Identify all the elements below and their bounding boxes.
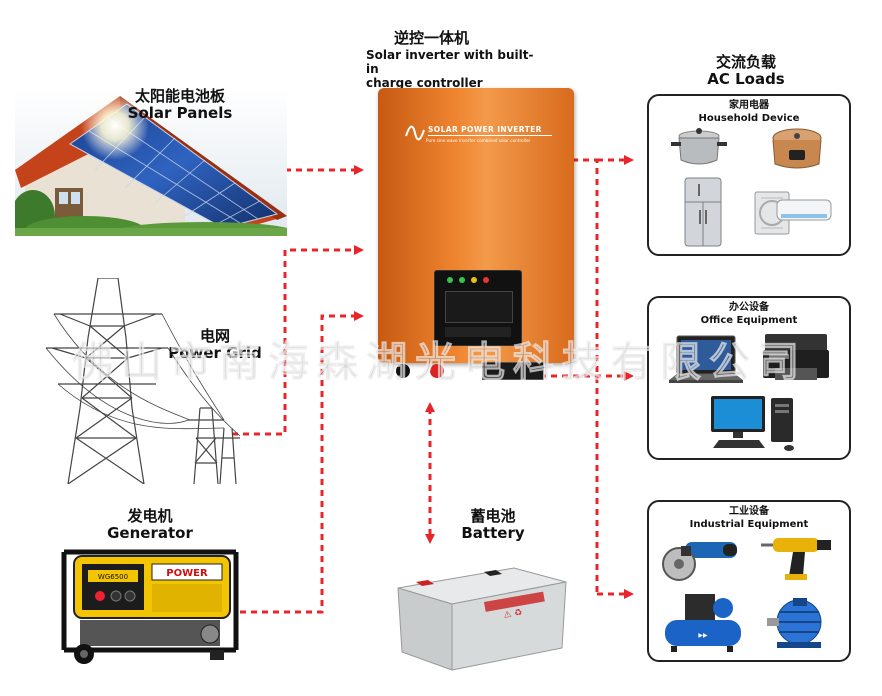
solar-panels-label: 太阳能电池板 Solar Panels [100, 87, 260, 123]
generator-label-zh: 发电机 [127, 507, 173, 525]
sine-wave-icon [405, 125, 425, 141]
lcd-screen [445, 291, 513, 323]
generator-model-text: WG6500 [98, 573, 128, 581]
generator-image: WG6500 POWER [60, 546, 240, 666]
negative-terminal-icon [396, 364, 410, 378]
svg-text:⚠ ♻: ⚠ ♻ [503, 608, 523, 621]
arrow-grid-to-inverter [232, 245, 364, 436]
inverter-title-zh: 逆控一体机 [394, 29, 470, 47]
air-conditioner-icon [754, 191, 832, 235]
inverter-logo-area: SOLAR POWER INVERTER Pure sine wave inve… [404, 122, 554, 152]
office-label-en: Office Equipment [700, 314, 798, 326]
arrow-generator-to-inverter [240, 311, 364, 614]
electric-motor-icon [767, 598, 822, 648]
desktop-computer-icon [711, 396, 794, 451]
household-device-box: 家用电器 Household Device [647, 94, 851, 256]
svg-text:▶▶: ▶▶ [698, 632, 708, 639]
ac-output-port [482, 362, 544, 380]
ac-loads-title-zh: 交流负载 [715, 53, 776, 71]
inverter-terminals [378, 356, 574, 382]
inverter-panel-title: SOLAR POWER INVERTER [428, 125, 542, 134]
office-label-zh: 办公设备 [729, 302, 769, 313]
grid-label-en: Power Grid [168, 344, 262, 363]
cooking-pot-icon [671, 128, 727, 165]
ac-loads-title: 交流负载 AC Loads [686, 53, 806, 89]
office-equipment-box: 办公设备 Office Equipment [647, 296, 851, 460]
power-tower-image [40, 277, 241, 485]
drill-icon [761, 538, 831, 580]
generator-label-en: Generator [107, 524, 193, 543]
rice-cooker-icon [772, 128, 822, 169]
industrial-label-zh: 工业设备 [729, 506, 769, 517]
power-grid-label: 电网 Power Grid [160, 327, 270, 363]
inverter-panel-subtitle: Pure sine wave inverter combined solar c… [426, 138, 531, 143]
solar-label-en: Solar Panels [127, 104, 233, 123]
industrial-label-en: Industrial Equipment [689, 518, 809, 530]
laptop-icon [669, 335, 743, 383]
angle-grinder-icon [662, 542, 737, 581]
inverter-title-en-line1: Solar inverter with built-in [366, 48, 534, 77]
positive-terminal-icon [430, 364, 444, 378]
battery-image: ⚠ ♻ [394, 552, 570, 672]
battery-label-zh: 蓄电池 [470, 507, 516, 525]
grid-label-zh: 电网 [199, 327, 230, 345]
battery-label: 蓄电池 Battery [448, 507, 538, 543]
company-watermark: 佛山市南海森湖光电科技有限公司 [72, 338, 807, 387]
household-label-en: Household Device [698, 112, 800, 124]
refrigerator-icon [684, 177, 722, 247]
household-label-zh: 家用电器 [729, 100, 769, 111]
inverter-display-panel [434, 270, 522, 346]
generator-brand-text: POWER [166, 568, 208, 579]
generator-label: 发电机 Generator [85, 507, 215, 543]
air-compressor-icon: ▶▶ [665, 594, 741, 652]
ac-loads-title-en: AC Loads [707, 70, 785, 89]
solar-label-zh: 太阳能电池板 [134, 87, 225, 105]
inverter-unit: SOLAR POWER INVERTER Pure sine wave inve… [378, 88, 574, 388]
inverter-title-en-line2: charge controller [366, 75, 483, 90]
inverter-title: 逆控一体机 Solar inverter with built-in charg… [366, 29, 546, 91]
printer-icon [763, 334, 829, 380]
industrial-equipment-box: 工业设备 Industrial Equipment ▶▶ [647, 500, 851, 662]
battery-label-en: Battery [461, 524, 525, 543]
house-solar-panel-image [11, 88, 295, 244]
